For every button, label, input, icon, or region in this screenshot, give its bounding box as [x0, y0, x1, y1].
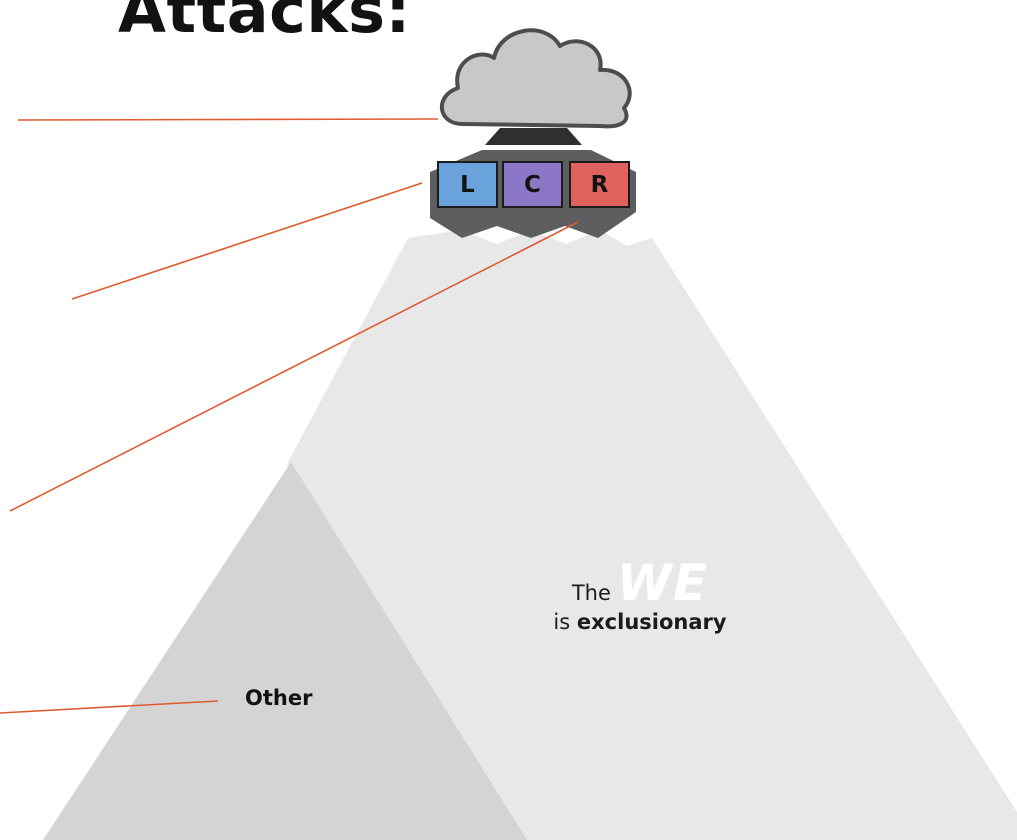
box-right-letter: R — [591, 172, 609, 198]
we-line-2: is exclusionary — [490, 610, 790, 634]
we-exclusionary: exclusionary — [577, 610, 727, 634]
we-emphasis: WE — [617, 554, 708, 612]
cloud-stand — [485, 128, 582, 145]
box-left-letter: L — [460, 172, 475, 198]
box-left: L — [437, 161, 498, 208]
other-label: Other — [245, 686, 312, 710]
we-is: is — [553, 610, 570, 634]
callout-line-l — [72, 183, 422, 299]
callout-line-cloud — [18, 119, 438, 120]
box-right: R — [569, 161, 630, 208]
we-prefix: The — [572, 581, 611, 605]
box-center: C — [502, 161, 563, 208]
cloud-shape — [442, 30, 630, 126]
page-title: Attacks: — [118, 0, 411, 47]
box-center-letter: C — [524, 172, 541, 198]
